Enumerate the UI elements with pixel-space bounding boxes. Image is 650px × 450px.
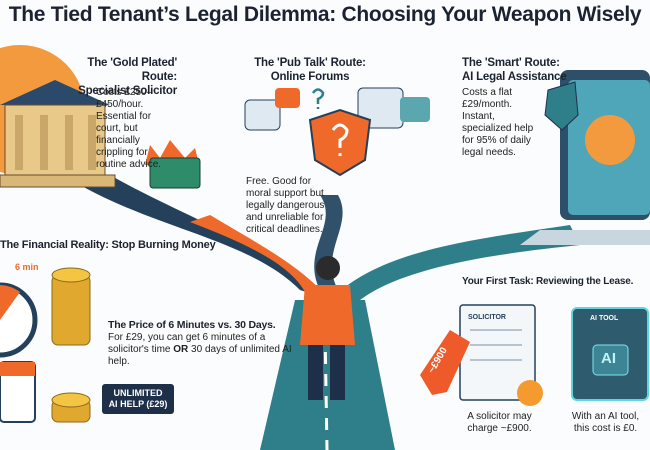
person-figure [300, 256, 355, 400]
pub-route-heading: The 'Pub Talk' Route: Online Forums [254, 57, 366, 83]
unlimited-ai-tag: UNLIMITED AI HELP (£29) [102, 384, 174, 414]
question-mark-small-icon [311, 88, 325, 109]
ai-caption: With an AI tool, this cost is £0. [571, 411, 640, 434]
angry-face-icon [517, 380, 543, 406]
solicitor-road [80, 175, 330, 300]
ai-laptop-icon [520, 70, 650, 245]
pub-route-body: Free. Good for moral support but legally… [246, 176, 325, 235]
gold-route-heading: The 'Gold Plated' Route: Specialist Soli… [78, 57, 177, 97]
stopwatch-icon [0, 282, 38, 358]
page-title: The Tied Tenant’s Legal Dilemma: Choosin… [8, 3, 642, 26]
timer-label: 6 min [15, 262, 39, 272]
ai-tool-panel [571, 307, 649, 401]
price-tag-shape [420, 330, 470, 395]
smart-route-heading: The 'Smart' Route: AI Legal Assistance [462, 57, 567, 83]
price-comparison: The Price of 6 Minutes vs. 30 Days. For … [108, 319, 292, 367]
courthouse-icon [0, 80, 116, 188]
coin-stack-icon [51, 267, 91, 423]
ai-tool-label: AI TOOL [590, 315, 619, 322]
gold-route-body: Costs £250–£450/hour. Essential for cour… [96, 87, 162, 170]
ai-chip-label: AI [601, 350, 616, 367]
burning-money-icon [145, 140, 201, 189]
task-heading: Your First Task: Reviewing the Lease. [462, 276, 634, 287]
smart-route-body: Costs a flat £29/month. Instant, special… [462, 87, 534, 158]
ai-road [330, 225, 580, 300]
solicitor-document [459, 304, 543, 406]
solicitor-caption: A solicitor may charge ~£900. [467, 411, 532, 434]
calendar-icon [0, 361, 36, 423]
financial-heading: The Financial Reality: Stop Burning Mone… [0, 239, 216, 251]
question-mark-icon [331, 123, 349, 156]
main-road [260, 300, 395, 450]
solicitor-doc-label: SOLICITOR [468, 314, 506, 321]
forum-icons [244, 87, 430, 177]
